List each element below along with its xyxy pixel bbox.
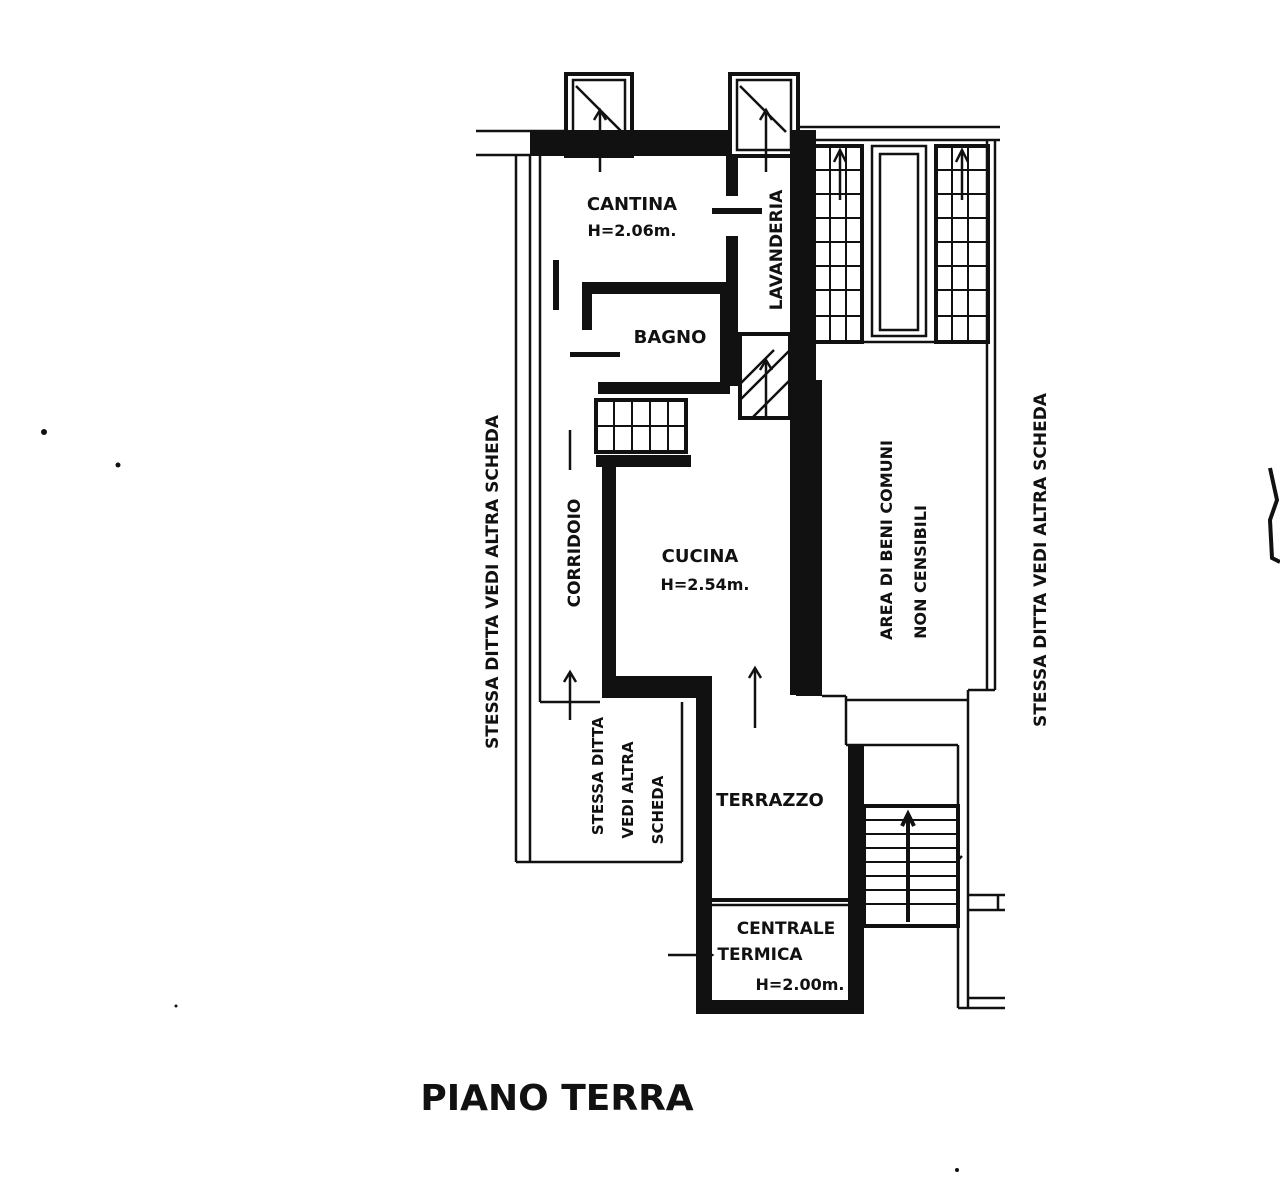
light-well-right	[728, 72, 800, 172]
right-side-note: STESSA DITTA VEDI ALTRA SCHEDA	[1031, 392, 1051, 727]
centrale-height: H=2.00m.	[755, 975, 844, 994]
cantina-label: CANTINA	[587, 194, 677, 215]
centrale-label-2: TERMICA	[717, 945, 803, 965]
cucina-height: H=2.54m.	[660, 575, 749, 594]
staircase-exterior	[862, 804, 963, 928]
room-labels: CANTINA H=2.06m. LAVANDERIA BAGNO CORRID…	[565, 189, 930, 994]
staircase-right-grids	[812, 144, 990, 344]
cantina-height: H=2.06m.	[587, 221, 676, 240]
staircase-lavanderia	[738, 332, 792, 420]
small-note-line-3: SCHEDA	[649, 775, 667, 844]
walls	[530, 130, 864, 1014]
outer-boundary	[476, 125, 1005, 1010]
left-side-note: STESSA DITTA VEDI ALTRA SCHEDA	[483, 414, 503, 749]
terrazzo-label: TERRAZZO	[716, 790, 824, 811]
cucina-label: CUCINA	[662, 546, 739, 567]
light-well-left	[564, 72, 634, 172]
bagno-label: BAGNO	[634, 327, 707, 348]
area-comune-label-2: NON CENSIBILI	[911, 505, 930, 639]
small-note-line-2: VEDI ALTRA	[619, 741, 637, 839]
staircase-inner	[594, 398, 688, 454]
floor-caption: PIANO TERRA	[420, 1078, 693, 1119]
area-comune-label-1: AREA DI BENI COMUNI	[877, 440, 896, 640]
lavanderia-label: LAVANDERIA	[767, 189, 787, 310]
corridoio-label: CORRIDOIO	[565, 499, 585, 608]
centrale-label-1: CENTRALE	[737, 919, 836, 939]
interior-lines	[562, 430, 848, 963]
annotations: STESSA DITTA VEDI ALTRA SCHEDA STESSA DI…	[483, 392, 1051, 844]
specks	[41, 429, 1280, 1172]
small-note-line-1: STESSA DITTA	[589, 716, 607, 835]
